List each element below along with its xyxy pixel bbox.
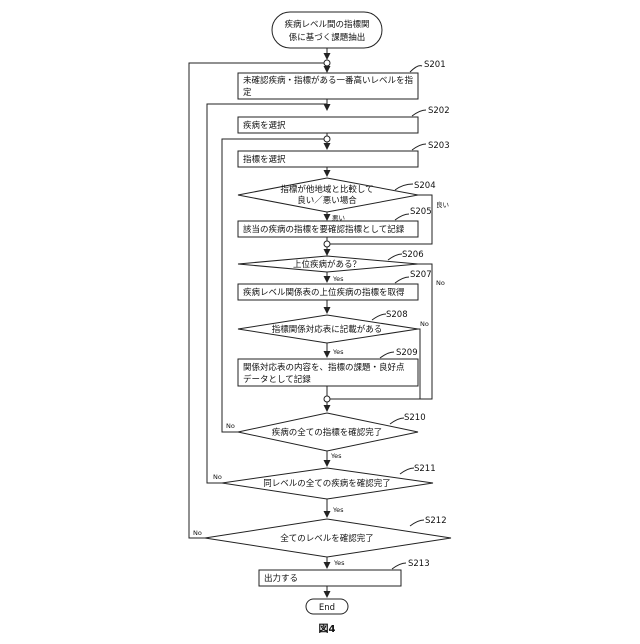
step-id-s207: S207 [410,270,432,280]
leader-s212 [410,520,424,526]
label-yes-s208: Yes [332,348,344,356]
process-s209: 関係対応表の内容を、指標の課題・良好点 データとして記録 S209 [238,348,418,386]
step-id-s208: S208 [386,310,408,320]
junction-s210 [324,396,330,402]
decision-s211: 同レベルの全ての疾病を確認完了 S211 [222,464,436,499]
s206-label: 上位疾病がある？ [293,259,361,270]
decision-s212: 全てのレベルを確認完了 S212 [205,516,451,557]
label-no-s211: No [213,473,222,481]
label-yes-s206: Yes [332,275,344,283]
figure-caption: 図4 [319,623,336,635]
leader-s207 [395,277,409,283]
junction-s206 [324,241,330,247]
s203-label: 指標を選択 [243,154,286,165]
step-id-s206: S206 [402,250,424,260]
start-terminator: 疾病レベル間の指標関 係に基づく課題抽出 [272,12,382,48]
decision-s204: 指標が他地域と比較して 良い／悪い場合 S204 [238,178,436,212]
leader-s210 [390,418,404,424]
step-id-s204: S204 [414,181,436,191]
step-id-s212: S212 [425,516,447,526]
step-id-s201: S201 [424,60,446,70]
s201-line-1: 未確認疾病・指標がある一番高いレベルを指 [243,75,414,86]
start-line-2: 係に基づく課題抽出 [289,32,366,43]
decision-s206: 上位疾病がある？ S206 [238,250,424,272]
s204-line-1: 指標が他地域と比較して [280,184,373,195]
decision-s210: 疾病の全ての指標を確認完了 S210 [238,413,426,451]
leader-s204 [395,184,413,190]
leader-s213 [392,563,406,569]
leader-s203 [412,144,426,150]
label-yes-s210: Yes [330,452,342,460]
step-id-s210: S210 [404,413,426,423]
s201-line-2: 定 [243,87,252,98]
junction-s201 [324,60,330,66]
leader-s206 [388,254,402,260]
junction-s203 [324,136,330,142]
process-s201: 未確認疾病・指標がある一番高いレベルを指 定 S201 [238,60,446,99]
end-terminator: End [306,599,348,614]
decision-s208: 指標関係対応表に記載がある S208 [238,310,418,343]
step-id-s211: S211 [414,464,436,474]
leader-s205 [395,214,409,220]
label-no-s206: No [436,279,445,287]
s208-label: 指標関係対応表に記載がある [272,324,383,335]
leader-s209 [380,352,394,358]
s212-label: 全てのレベルを確認完了 [280,533,374,544]
leader-s201 [410,66,422,72]
step-id-s205: S205 [410,207,432,217]
step-id-s213: S213 [408,559,430,569]
label-yes-s212: Yes [333,559,345,567]
s211-label: 同レベルの全ての疾病を確認完了 [263,478,391,489]
step-id-s202: S202 [428,106,450,116]
s204-line-2: 良い／悪い場合 [297,195,357,206]
label-no-s212: No [193,529,202,537]
step-id-s209: S209 [396,348,418,358]
start-line-1: 疾病レベル間の指標関 [284,19,369,30]
label-yes-s211: Yes [332,506,344,514]
process-s202: 疾病を選択 S202 [238,106,450,133]
step-id-s203: S203 [428,141,450,151]
label-good: 良い [436,200,449,209]
s209-line-1: 関係対応表の内容を、指標の課題・良好点 [243,362,405,373]
leader-s211 [400,468,414,474]
s213-label: 出力する [264,573,298,584]
process-s203: 指標を選択 S203 [238,141,450,167]
label-no-s208: No [420,320,429,328]
s205-label: 該当の疾病の指標を要確認指標として記録 [243,224,405,235]
s210-label: 疾病の全ての指標を確認完了 [272,427,383,438]
s202-label: 疾病を選択 [243,120,286,131]
leader-s202 [412,110,426,116]
s209-line-2: データとして記録 [243,374,311,385]
label-no-s210: No [226,422,235,430]
leader-s208 [372,314,386,320]
process-s205: 該当の疾病の指標を要確認指標として記録 S205 [238,207,432,237]
s207-label: 疾病レベル関係表の上位疾病の指標を取得 [243,287,405,298]
end-label: End [319,603,335,613]
